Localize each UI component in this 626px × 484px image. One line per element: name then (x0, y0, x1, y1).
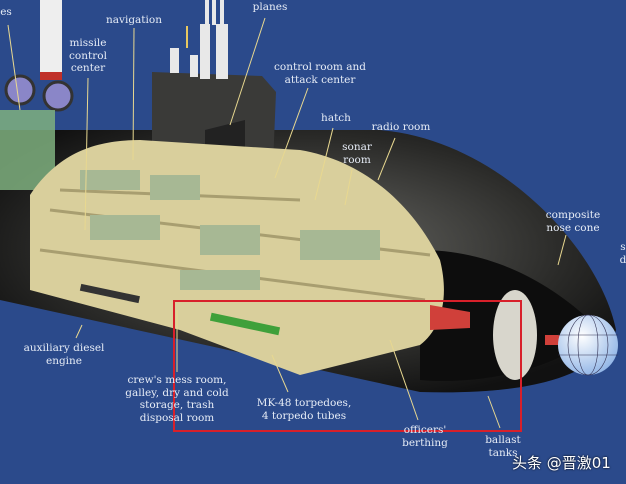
missile (40, 0, 62, 75)
label-auxiliary-diesel: auxiliary diesel engine (24, 342, 105, 367)
interior-cutaway (30, 140, 444, 375)
label-line: attack center (284, 73, 356, 86)
label-torpedoes: MK-48 torpedoes, 4 torpedo tubes (257, 397, 352, 422)
sonar-sphere (558, 315, 618, 375)
label-line: room (343, 153, 371, 166)
label-ballast-tanks: ballast tanks (485, 434, 521, 459)
label-nose-cone: composite nose cone (546, 209, 600, 234)
label-planes: planes (252, 1, 288, 13)
label-crew-mess: crew's mess room, galley, dry and cold s… (125, 374, 229, 424)
label-line: control room and (274, 61, 366, 73)
highlight-box (173, 300, 522, 432)
label-missile-control-center: missile control center (69, 37, 107, 75)
label-line: disposal room (139, 411, 215, 424)
label-line: missile (69, 37, 107, 49)
label-line: officers' (403, 424, 447, 436)
masts (170, 0, 228, 79)
label-line: nose cone (546, 221, 600, 234)
label-line: berthing (402, 436, 448, 449)
label-hatch: hatch (321, 112, 351, 124)
label-line: 4 torpedo tubes (261, 409, 347, 422)
watermark: 头条 @晋激01 (512, 454, 611, 472)
label-line: d (619, 253, 626, 266)
label-line: galley, dry and cold (125, 386, 229, 399)
label-control-room: control room and attack center (274, 61, 366, 86)
label-navigation: navigation (106, 14, 162, 26)
label-line: tanks (488, 446, 518, 459)
label-line: sonar (342, 141, 372, 153)
label-sonar-room: sonar room (342, 141, 372, 166)
label-line: MK-48 torpedoes, (256, 397, 352, 409)
label-line: crew's mess room, (127, 374, 227, 386)
label-line: ballast (485, 434, 521, 446)
label-line: engine (45, 354, 83, 367)
label-line: control (69, 49, 107, 62)
label-line: storage, trash (139, 399, 215, 411)
label-line: composite (545, 209, 601, 221)
label-partial-right: s d (620, 241, 626, 266)
label-officers-berthing: officers' berthing (402, 424, 448, 449)
label-radio-room: radio room (371, 121, 431, 133)
label-line: s (620, 241, 626, 253)
label-partial-left: es (0, 6, 12, 18)
label-line: center (70, 62, 106, 74)
label-line: auxiliary diesel (23, 342, 105, 354)
